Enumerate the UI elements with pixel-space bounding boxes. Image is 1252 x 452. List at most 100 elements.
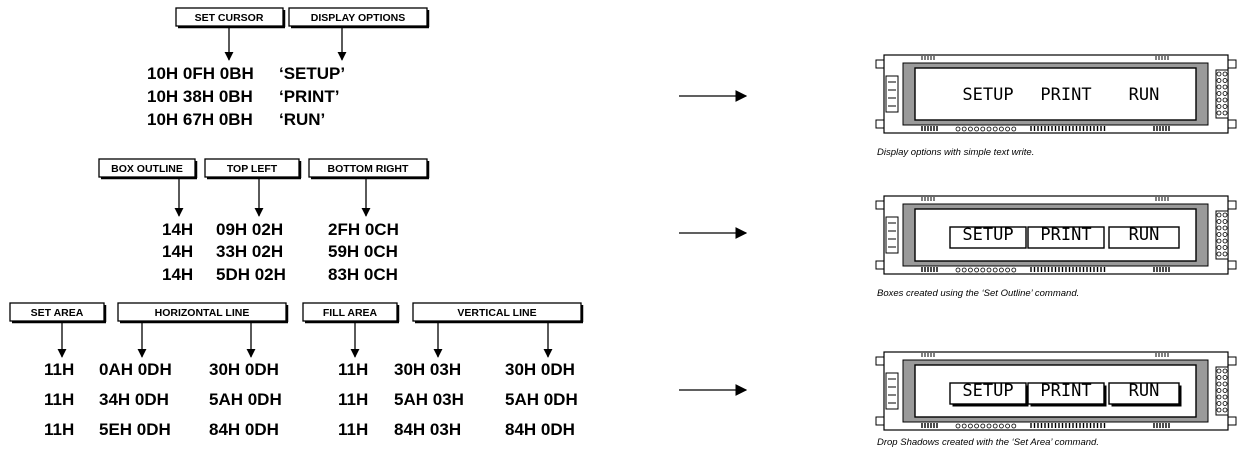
hole <box>955 423 961 429</box>
pin-hole <box>1216 238 1222 244</box>
pin-hole <box>1216 401 1222 406</box>
hole <box>980 423 986 429</box>
section2-rows: 14H 09H 02H 2FH 0CH 14H 33H 02H 59H 0CH … <box>162 220 399 284</box>
code-text: 5AH 0DH <box>209 390 282 409</box>
code-text: 84H 0DH <box>209 420 279 439</box>
pin-hole <box>1216 232 1222 237</box>
pin-hole <box>1216 97 1222 103</box>
hole <box>974 423 979 429</box>
hole <box>1005 423 1011 429</box>
code-text: 10H 38H 0BH <box>147 87 253 106</box>
hole <box>1011 126 1017 132</box>
label-set-area: SET AREA <box>9 302 107 324</box>
code-text: 5EH 0DH <box>99 420 171 439</box>
label-bottom-right: BOTTOM RIGHT <box>308 158 430 180</box>
hole <box>968 423 973 429</box>
hole <box>968 126 973 132</box>
lcd-module-text: SETUP PRINT RUN <box>875 54 1237 134</box>
box-outline <box>949 226 1027 249</box>
box-outline <box>1108 226 1180 249</box>
hole <box>955 126 961 132</box>
pin-hole <box>1216 381 1222 387</box>
pin-hole <box>1222 251 1228 257</box>
pin-hole <box>1222 375 1228 380</box>
pin-hole <box>1222 394 1228 400</box>
pin-hole <box>1222 110 1228 116</box>
code-text: 10H 0FH 0BH <box>147 64 254 83</box>
mount-tab <box>875 200 884 210</box>
code-text: 14H <box>162 265 193 284</box>
pin-hole <box>1216 110 1222 116</box>
pin-hole <box>1222 388 1228 393</box>
pin-hole <box>1222 245 1228 250</box>
lcd-text: SETUP <box>962 85 1013 105</box>
lcd-text: PRINT <box>1040 85 1091 105</box>
code-text: 33H 02H <box>216 242 283 261</box>
mount-tab <box>1228 119 1237 129</box>
right-connector <box>1215 210 1229 260</box>
mount-tab <box>1228 59 1237 69</box>
code-text: 84H 0DH <box>505 420 575 439</box>
code-text: 83H 0CH <box>328 265 398 284</box>
hole <box>961 126 967 132</box>
label-text: BOTTOM RIGHT <box>328 163 409 175</box>
hole <box>999 126 1004 132</box>
label-text: VERTICAL LINE <box>457 307 536 319</box>
pin-hole <box>1216 375 1222 380</box>
label-text: SET AREA <box>31 307 84 319</box>
code-text: 11H <box>44 360 74 379</box>
hole <box>999 423 1004 429</box>
box-outline <box>1027 382 1105 405</box>
section1-labels: SET CURSOR DISPLAY OPTIONS <box>175 7 430 61</box>
label-text: TOP LEFT <box>227 163 278 175</box>
hole <box>1005 126 1011 132</box>
hole <box>961 267 967 273</box>
code-text: 0AH 0DH <box>99 360 172 379</box>
pin-hole <box>1222 78 1228 83</box>
code-text: ‘SETUP’ <box>279 64 345 83</box>
pin-hole <box>1216 104 1222 109</box>
pin-hole <box>1222 401 1228 406</box>
hole <box>955 267 961 273</box>
left-connector <box>885 75 899 113</box>
section3-rows: 11H 0AH 0DH 30H 0DH 11H 30H 03H 30H 0DH … <box>44 360 578 439</box>
caption-text: Drop Shadows created with the ‘Set Area’… <box>877 437 1099 448</box>
section3-labels: SET AREA HORIZONTAL LINE FILL AREA VERTI… <box>9 302 584 358</box>
hole <box>980 267 986 273</box>
label-display-options: DISPLAY OPTIONS <box>288 7 430 29</box>
code-text: 84H 03H <box>394 420 461 439</box>
pin-hole <box>1222 381 1228 387</box>
code-text: 5AH 0DH <box>505 390 578 409</box>
hole <box>986 267 992 273</box>
mount-tab <box>875 59 884 69</box>
label-text: HORIZONTAL LINE <box>155 307 250 319</box>
pin-hole <box>1216 84 1222 90</box>
hole <box>968 267 973 273</box>
hole <box>974 267 979 273</box>
lcd-glass <box>914 67 1197 121</box>
mount-tab <box>1228 260 1237 270</box>
label-box-outline: BOX OUTLINE <box>98 158 198 180</box>
code-text: 09H 02H <box>216 220 283 239</box>
mount-tab <box>1228 416 1237 426</box>
lcd-text: RUN <box>1129 381 1160 401</box>
caption-text: Display options with simple text write. <box>877 147 1034 158</box>
code-text: ‘RUN’ <box>279 110 325 129</box>
pin-hole <box>1216 394 1222 400</box>
pin-hole <box>1222 212 1228 218</box>
pin-hole <box>1216 225 1222 231</box>
lcd-text: SETUP <box>962 225 1013 245</box>
section2-labels: BOX OUTLINE TOP LEFT BOTTOM RIGHT <box>98 158 430 217</box>
mount-tab <box>875 260 884 270</box>
label-fill-area: FILL AREA <box>302 302 400 324</box>
lcd-text: RUN <box>1129 85 1160 105</box>
hole <box>974 126 979 132</box>
code-text: 30H 0DH <box>505 360 575 379</box>
code-text: 30H 0DH <box>209 360 279 379</box>
pin-hole <box>1216 219 1222 224</box>
hole <box>980 126 986 132</box>
box-outline <box>1108 382 1180 405</box>
lcd-text: PRINT <box>1040 225 1091 245</box>
